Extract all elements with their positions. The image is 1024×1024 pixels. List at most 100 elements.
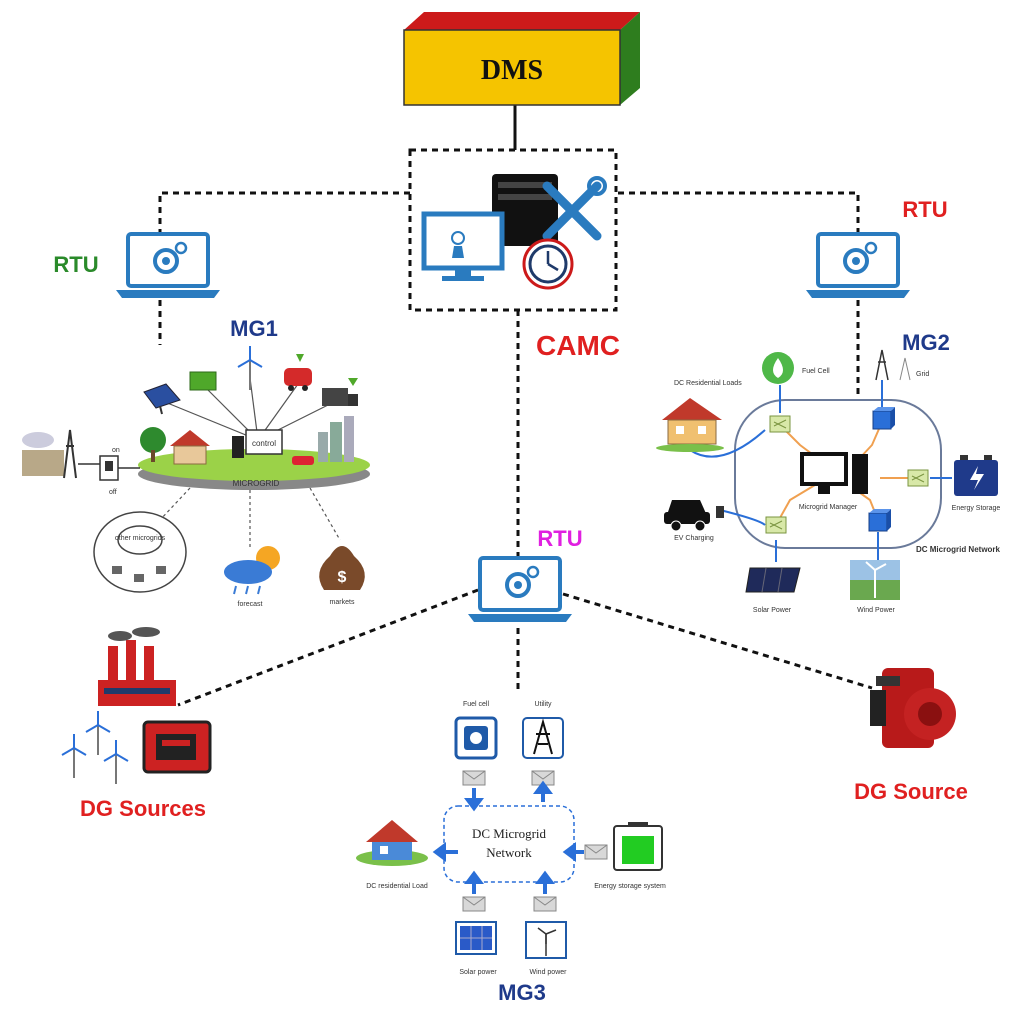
dc-microgrid-network-label: DC Microgrid Network: [916, 545, 1001, 554]
dg-wind-turbine-icon: [85, 710, 111, 756]
mg3-network-line2: Network: [486, 845, 532, 860]
monitor-icon: [421, 211, 505, 281]
ev-charging-label: EV Charging: [674, 535, 714, 542]
mg1-group: MG1 MICROGRID control: [22, 316, 370, 608]
dc-residential-loads-label: DC Residential Loads: [674, 380, 742, 387]
mg2-converter-grid-icon: [872, 406, 896, 430]
other-microgrids-cloud: other microgrids: [93, 511, 187, 593]
connection-lines: [158, 105, 873, 707]
electric-car-icon: [284, 354, 312, 391]
camc-rtu-right-link: [618, 191, 860, 232]
energy-storage-battery-icon: Energy Storage: [952, 455, 1001, 512]
rtu-center-label: RTU: [537, 526, 582, 551]
grid-tower-icon: Grid: [875, 349, 929, 381]
car-small-icon: [292, 456, 314, 465]
wind-turbine-icon: [237, 345, 263, 391]
mg3-wind-turbine-icon: Wind power: [525, 921, 568, 976]
mg3-utility-label: Utility: [534, 701, 552, 708]
dg-wind-turbine-icon-2: [61, 733, 87, 779]
energy-storage-system-label: Energy storage system: [594, 883, 666, 890]
dc-residential-load-label: DC residential Load: [366, 883, 428, 890]
mg2-wind-power-label: Wind Power: [857, 607, 895, 614]
rtu-dg-sources-link: [177, 588, 479, 707]
mg2-converter-wind-icon: [868, 508, 892, 532]
mg2-solar-power-label: Solar Power: [753, 607, 792, 614]
mg3-solar-power-label: Solar power: [459, 969, 497, 976]
microgrid-manager-label: Microgrid Manager: [799, 504, 858, 511]
mg3-arrows: [432, 780, 584, 894]
mg2-grid-label: Grid: [916, 371, 929, 378]
mg2-solar-panel-icon: Solar Power: [745, 567, 801, 614]
markets-label: markets: [330, 599, 355, 606]
mg3-energy-storage-icon: Energy storage system: [594, 822, 666, 890]
rtu-left-laptop-icon: [114, 232, 222, 300]
mg3-group: DC Microgrid Network Fuel cell Utility: [356, 701, 666, 1005]
fuel-cell-icon: Fuel Cell: [762, 352, 830, 384]
dg-sources-label: DG Sources: [80, 796, 206, 821]
money-bag-icon: $ markets: [319, 546, 365, 606]
mg1-control-label: control: [252, 439, 276, 448]
weather-forecast-icon: forecast: [224, 546, 280, 608]
server-icon: [492, 174, 558, 246]
mg2-energy-storage-label: Energy Storage: [952, 505, 1001, 512]
control-panel-icon: control: [232, 429, 283, 458]
mg3-solar-panel-icon: Solar power: [455, 921, 497, 976]
microgrid-manager-computer-icon: Microgrid Manager: [799, 452, 868, 511]
factory-grid-icon: [22, 429, 100, 479]
ev-charging-car-icon: EV Charging: [664, 500, 724, 542]
mg3-converter-fuel-cell-icon: [462, 770, 486, 786]
mg2-converter-solar-icon: [765, 516, 787, 534]
power-plant-icon: [98, 627, 176, 706]
mg2-converter-storage-icon: [907, 469, 929, 487]
switch-icon: on off: [99, 447, 140, 496]
rtu-right-laptop-icon: [804, 232, 912, 300]
mg3-utility-tower-icon: Utility: [522, 701, 564, 759]
mg1-title: MG1: [230, 316, 278, 341]
mg2-fuel-cell-label: Fuel Cell: [802, 368, 830, 375]
mg3-wind-power-label: Wind power: [530, 969, 568, 976]
house-icon: [170, 430, 210, 465]
truck-icon: [322, 378, 358, 406]
battery-icon: [189, 371, 217, 391]
svg-text:$: $: [338, 569, 347, 586]
buildings-icon: [318, 416, 354, 462]
switch-off-label: off: [109, 489, 117, 496]
camc-rtu-left-link: [158, 191, 410, 232]
dms-box: DMS: [403, 12, 640, 106]
mg3-residential-house-icon: DC residential Load: [356, 820, 428, 890]
tools-icon: [542, 176, 607, 241]
dg-source-group: DG Source: [854, 668, 968, 804]
camc-box: [408, 148, 618, 312]
rtu-right-label: RTU: [902, 197, 947, 222]
mg2-wind-turbine-icon: Wind Power: [850, 560, 900, 614]
mg2-converter-fuel-cell-icon: [769, 415, 791, 433]
mg2-group: MG2 Microgri: [656, 330, 1001, 614]
mg1-bottom-spokes: [159, 487, 341, 550]
mg3-converter-wind-icon: [533, 896, 557, 912]
tree-icon: [140, 427, 166, 453]
dg-source-label: DG Source: [854, 779, 968, 804]
mg3-network-line1: DC Microgrid: [472, 826, 547, 841]
mg2-feeders: [689, 380, 952, 562]
pump-motor-icon: [870, 668, 956, 748]
mg3-converter-solar-icon: [462, 896, 486, 912]
mg3-title: MG3: [498, 980, 546, 1005]
mg3-network-boundary: [443, 805, 575, 883]
switch-on-label: on: [112, 447, 120, 454]
solar-panel-icon: [143, 383, 181, 415]
generator-icon: [142, 720, 212, 774]
dg-sources-group: DG Sources: [61, 627, 212, 821]
dg-wind-turbine-icon-3: [103, 739, 129, 785]
mg1-microgrid-label: MICROGRID: [233, 479, 280, 488]
forecast-label: forecast: [238, 601, 263, 608]
dms-label: DMS: [481, 55, 543, 86]
rtu-dg-source-link: [562, 592, 873, 690]
mg3-fuel-cell-label: Fuel cell: [463, 701, 490, 708]
clock-icon: [522, 238, 574, 290]
mg3-fuel-cell-icon: Fuel cell: [454, 701, 498, 760]
dc-residential-house-icon: DC Residential Loads: [656, 380, 742, 452]
mg2-title: MG2: [902, 330, 950, 355]
camc-label: CAMC: [536, 330, 620, 361]
mg3-converter-storage-icon: [584, 844, 608, 860]
